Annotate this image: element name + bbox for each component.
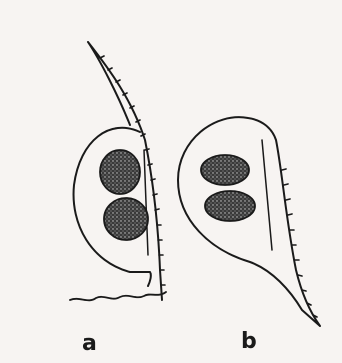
stalk-serration-b: [282, 169, 317, 317]
inner-line-a: [144, 150, 148, 255]
label-b: b: [241, 331, 257, 353]
inner-line-b: [262, 140, 272, 250]
label-a: a: [82, 333, 97, 355]
ovule-lower-b: [205, 191, 255, 221]
ovule-upper-b: [201, 155, 249, 185]
figure-b: [178, 117, 320, 326]
ovule-upper-a: [100, 150, 140, 194]
base-attachment-a: [70, 292, 166, 300]
ovule-lower-a: [104, 198, 148, 240]
seed-body-b: [178, 117, 320, 326]
